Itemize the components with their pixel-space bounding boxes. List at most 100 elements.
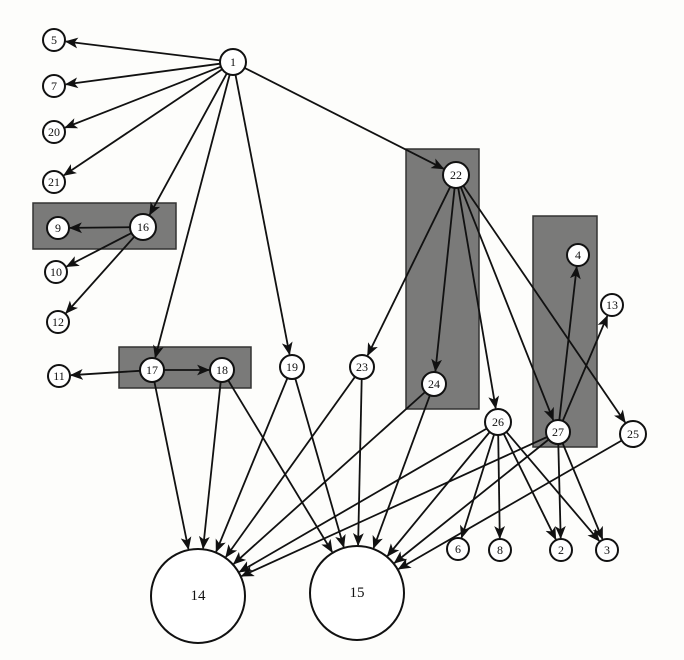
node-circle — [442, 161, 470, 189]
node-27: 27 — [545, 419, 571, 445]
node-13: 13 — [600, 293, 624, 317]
node-label: 27 — [552, 425, 564, 439]
node-circle — [150, 548, 246, 644]
edge-26-to-3 — [505, 431, 600, 542]
edge-1-to-22 — [244, 67, 445, 170]
edge-24-to-15 — [372, 394, 431, 550]
edge-17-to-14 — [153, 381, 192, 551]
node-circle — [446, 537, 470, 561]
node-23: 23 — [349, 354, 375, 380]
node-circle — [46, 310, 70, 334]
node-circle — [545, 419, 571, 445]
node-label: 24 — [428, 377, 440, 391]
edge-25-to-15 — [397, 439, 623, 570]
node-label: 26 — [492, 415, 504, 429]
node-12: 12 — [46, 310, 70, 334]
node-14: 14 — [150, 548, 246, 644]
edge-23-to-14 — [225, 376, 356, 558]
node-circle — [139, 357, 165, 383]
edge-1-to-20 — [64, 65, 222, 129]
edge-22-to-27 — [459, 186, 555, 421]
node-label: 12 — [52, 315, 64, 329]
edges — [63, 37, 626, 577]
node-10: 10 — [44, 260, 68, 284]
node-1: 1 — [219, 48, 247, 76]
node-label: 20 — [48, 125, 60, 139]
group-box-22-24 — [405, 148, 480, 410]
node-label: 3 — [604, 543, 610, 557]
edge-18-to-15 — [227, 379, 333, 553]
node-label: 13 — [606, 298, 618, 312]
shaded-groups — [32, 148, 598, 448]
node-label: 4 — [575, 248, 581, 262]
node-label: 2 — [558, 543, 564, 557]
edge-27-to-15 — [393, 438, 550, 564]
node-4: 4 — [566, 243, 590, 267]
edge-22-to-26 — [457, 187, 500, 410]
node-circle — [209, 357, 235, 383]
edge-16-to-10 — [65, 232, 132, 268]
node-25: 25 — [619, 420, 647, 448]
edge-19-to-15 — [294, 378, 346, 548]
edge-19-to-14 — [215, 377, 289, 553]
edge-1-to-5 — [64, 37, 221, 62]
node-label: 8 — [497, 543, 503, 557]
edge-1-to-19 — [234, 74, 293, 356]
node-circle — [600, 293, 624, 317]
node-8: 8 — [488, 538, 512, 562]
node-20: 20 — [42, 120, 66, 144]
node-11: 11 — [47, 364, 71, 388]
node-circle — [309, 545, 405, 641]
edge-16-to-9 — [68, 222, 131, 234]
edge-1-to-16 — [148, 72, 228, 216]
node-circle — [47, 364, 71, 388]
edge-23-to-15 — [352, 378, 364, 547]
edge-27-to-2 — [554, 443, 566, 540]
node-circle — [44, 260, 68, 284]
edge-22-to-24 — [431, 187, 456, 373]
node-label: 15 — [350, 585, 365, 601]
node-21: 21 — [42, 170, 66, 194]
node-label: 19 — [286, 360, 298, 374]
edge-18-to-14 — [198, 381, 222, 550]
edge-22-to-25 — [462, 185, 626, 424]
edge-27-to-3 — [561, 442, 604, 540]
node-19: 19 — [279, 354, 305, 380]
node-7: 7 — [42, 74, 66, 98]
node-label: 14 — [191, 588, 207, 604]
node-label: 23 — [356, 360, 368, 374]
node-6: 6 — [446, 537, 470, 561]
node-2: 2 — [549, 538, 573, 562]
node-label: 16 — [137, 220, 149, 234]
edge-17-to-11 — [69, 369, 141, 380]
node-circle — [488, 538, 512, 562]
node-15: 15 — [309, 545, 405, 641]
edge-27-to-4 — [558, 265, 581, 421]
node-label: 22 — [450, 168, 462, 182]
node-label: 9 — [55, 221, 61, 235]
node-18: 18 — [209, 357, 235, 383]
node-circle — [619, 420, 647, 448]
node-circle — [566, 243, 590, 267]
node-circle — [349, 354, 375, 380]
node-label: 25 — [627, 427, 639, 441]
edge-26-to-6 — [460, 434, 495, 539]
node-22: 22 — [442, 161, 470, 189]
node-26: 26 — [484, 408, 512, 436]
node-9: 9 — [46, 216, 70, 240]
node-3: 3 — [595, 538, 619, 562]
edge-26-to-14 — [238, 427, 488, 573]
node-label: 18 — [216, 363, 228, 377]
node-circle — [279, 354, 305, 380]
node-circle — [421, 371, 447, 397]
edge-16-to-12 — [65, 236, 135, 314]
edge-1-to-7 — [64, 62, 221, 89]
node-label: 7 — [51, 79, 57, 93]
node-circle — [42, 74, 66, 98]
node-circle — [42, 120, 66, 144]
node-label: 6 — [455, 542, 461, 556]
node-label: 17 — [146, 363, 158, 377]
node-circle — [46, 216, 70, 240]
